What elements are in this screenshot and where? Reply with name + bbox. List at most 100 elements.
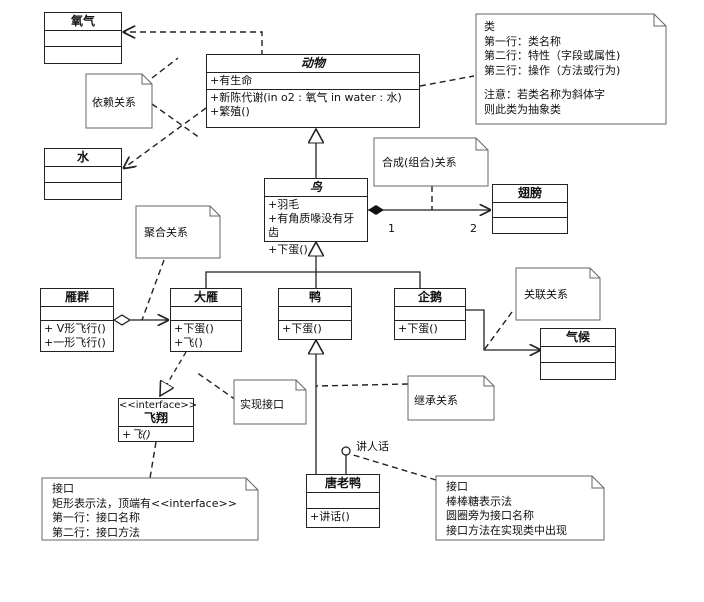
class-bird-attrs: +羽毛 +有角质喙没有牙齿	[265, 197, 367, 242]
note-connector-dependency-2	[151, 103, 201, 139]
note-shape-inheritance	[407, 375, 495, 421]
class-climate-attrs	[541, 347, 615, 363]
note-lollipop-description: 接口 棒棒糖表示法 圆圈旁为接口名称 接口方法在实现类中出现	[440, 478, 592, 538]
class-water[interactable]: 水	[44, 148, 122, 200]
association-line	[466, 309, 540, 350]
note-connector-aggregation	[141, 259, 165, 321]
class-oxygen[interactable]: 氧气	[44, 12, 122, 64]
class-goose-attrs	[171, 307, 241, 321]
note-shape-composition	[373, 137, 489, 187]
class-donald-attrs	[307, 493, 379, 509]
class-goose-op: +下蛋()	[174, 322, 214, 335]
note-inheritance-label: 继承关系	[414, 394, 458, 407]
note-shape-dependency	[85, 73, 153, 129]
multiplicity-2: 2	[470, 222, 477, 235]
class-goose-op: +飞()	[174, 336, 203, 349]
note-line: 第二行：接口方法	[52, 525, 140, 539]
class-duck-name: 鸭	[279, 289, 351, 307]
class-goose-group-attrs	[41, 307, 113, 321]
inheritance-tree	[205, 271, 421, 288]
composition-diamond	[368, 205, 384, 215]
note-line: 矩形表示法，顶端有<<interface>>	[52, 496, 237, 510]
class-fly-interface-stereotype: <<interface>>	[119, 400, 198, 411]
note-line: 第一行：类名称	[484, 34, 561, 48]
note-line	[484, 78, 648, 88]
class-goose-name: 大雁	[171, 289, 241, 307]
note-line: 第一行：接口名称	[52, 511, 140, 524]
note-realization-label: 实现接口	[240, 398, 284, 411]
note-aggregation-label: 聚合关系	[144, 226, 188, 239]
note-line: 类	[484, 20, 495, 33]
class-penguin[interactable]: 企鹅 +下蛋()	[394, 288, 466, 340]
class-oxygen-name: 氧气	[45, 13, 121, 31]
class-goose-group[interactable]: 雁群 + V形飞行() +一形飞行()	[40, 288, 114, 352]
note-line: 棒棒糖表示法	[446, 494, 512, 508]
class-penguin-op: +下蛋()	[398, 322, 438, 335]
note-line: 第三行：操作（方法或行为)	[484, 63, 621, 77]
dependency-line-oxygen	[124, 32, 263, 56]
aggregation-diamond	[112, 314, 132, 326]
class-wing-attrs	[493, 203, 567, 218]
class-fly-interface[interactable]: <<interface>> 飞翔 +飞()	[118, 398, 198, 443]
note-connector-association	[483, 311, 513, 351]
class-bird-name: 鸟	[265, 179, 367, 197]
lollipop-circle	[341, 446, 351, 456]
class-donald-name: 唐老鸭	[307, 475, 379, 493]
note-connector-class	[419, 75, 475, 87]
note-line: 则此类为抽象类	[484, 102, 561, 116]
class-duck-ops: +下蛋()	[279, 321, 351, 337]
class-penguin-attrs	[395, 307, 465, 321]
note-line: 注意：若类名称为斜体字	[484, 88, 605, 101]
class-bird-op: +下蛋()	[268, 243, 308, 256]
class-animal-op: +新陈代谢(in o2 : 氧气 in water : 水)	[210, 91, 402, 104]
class-goose-ops: +下蛋() +飞()	[171, 321, 241, 351]
class-wing-ops	[493, 218, 567, 233]
note-connector-dependency	[151, 57, 179, 79]
note-shape-lollipop	[435, 475, 605, 541]
multiplicity-1: 1	[388, 222, 395, 235]
class-climate[interactable]: 气候	[540, 328, 616, 380]
class-goose[interactable]: 大雁 +下蛋() +飞()	[170, 288, 242, 352]
note-association-label: 关联关系	[524, 288, 568, 301]
note-shape-realization	[233, 379, 307, 425]
class-donald-op: +讲话()	[310, 510, 350, 523]
class-fly-interface-ops: +飞()	[119, 427, 193, 443]
class-wing[interactable]: 翅膀	[492, 184, 568, 234]
class-fly-interface-header: <<interface>> 飞翔	[119, 399, 198, 427]
class-bird-attr: +有角质喙没有牙齿	[268, 212, 355, 239]
class-oxygen-ops	[45, 47, 121, 63]
note-shape-aggregation	[135, 205, 221, 259]
class-animal-attr: +有生命	[210, 74, 253, 87]
class-duck-op: +下蛋()	[282, 322, 322, 335]
note-connector-realization	[195, 371, 237, 401]
class-water-ops	[45, 183, 121, 199]
note-line: 接口	[446, 480, 468, 493]
class-duck[interactable]: 鸭 +下蛋()	[278, 288, 352, 340]
class-goose-group-name: 雁群	[41, 289, 113, 307]
class-goose-group-op: + V形飞行()	[44, 322, 106, 335]
class-fly-interface-name: 飞翔	[143, 411, 168, 425]
note-shape-association	[515, 267, 601, 321]
class-duck-attrs	[279, 307, 351, 321]
class-donald[interactable]: 唐老鸭 +讲话()	[306, 474, 380, 528]
note-line: 接口	[52, 482, 74, 495]
class-water-attrs	[45, 167, 121, 183]
note-class-description: 类 第一行：类名称 第二行：特性（字段或属性) 第三行：操作（方法或行为) 注意…	[478, 16, 654, 122]
class-water-name: 水	[45, 149, 121, 167]
class-donald-ops: +讲话()	[307, 509, 379, 525]
class-penguin-name: 企鹅	[395, 289, 465, 307]
note-interface-description: 接口 矩形表示法，顶端有<<interface>> 第一行：接口名称 第二行：接…	[46, 480, 246, 539]
note-dependency-label: 依赖关系	[92, 96, 136, 109]
class-animal-attrs: +有生命	[207, 73, 419, 90]
class-bird[interactable]: 鸟 +羽毛 +有角质喙没有牙齿 +下蛋()	[264, 178, 368, 256]
class-wing-name: 翅膀	[493, 185, 567, 203]
class-bird-attr: +羽毛	[268, 198, 300, 211]
class-penguin-ops: +下蛋()	[395, 321, 465, 337]
class-oxygen-attrs	[45, 31, 121, 47]
class-animal-name: 动物	[207, 55, 419, 73]
realization-line	[160, 351, 187, 396]
note-line: 接口方法在实现类中出现	[446, 523, 567, 537]
dependency-line-water	[124, 107, 207, 168]
class-animal-op: +繁殖()	[210, 105, 250, 118]
class-animal[interactable]: 动物 +有生命 +新陈代谢(in o2 : 氧气 in water : 水) +…	[206, 54, 420, 128]
